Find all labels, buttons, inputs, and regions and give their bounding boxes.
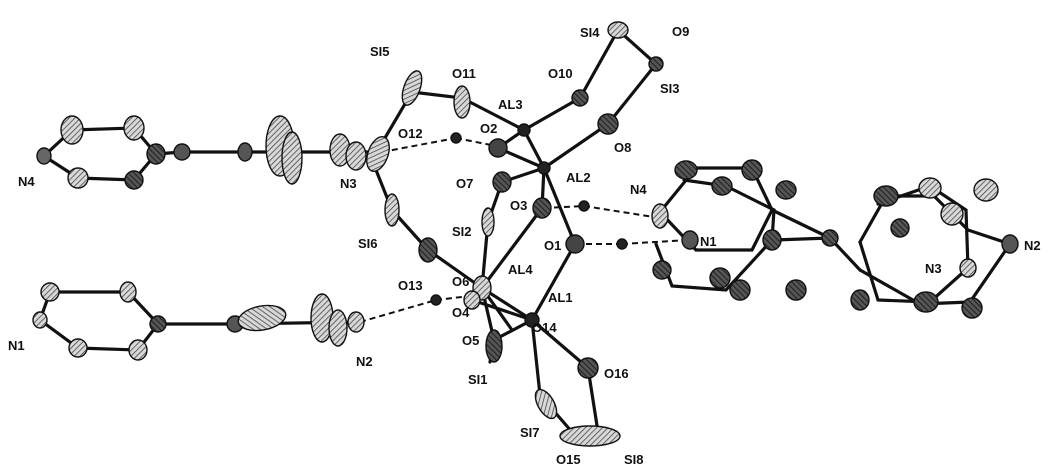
label-si2: SI2: [452, 224, 472, 239]
label-si4: SI4: [580, 25, 600, 40]
label-si1: SI1: [468, 372, 488, 387]
label-n2-right: N2: [1024, 238, 1041, 253]
label-n4-right: N4: [630, 182, 647, 197]
label-o11: O11: [452, 66, 476, 81]
label-o13: O13: [398, 278, 423, 293]
label-o5: O5: [462, 333, 479, 348]
label-o15: O15: [556, 452, 581, 467]
label-n2-left: N2: [356, 354, 373, 369]
label-n1-left: N1: [8, 338, 25, 353]
label-o8: O8: [614, 140, 631, 155]
bonds: [38, 28, 1013, 434]
label-o16: O16: [604, 366, 629, 381]
label-si6: SI6: [358, 236, 378, 251]
label-o6: O6: [452, 274, 469, 289]
label-n3-left: N3: [340, 176, 357, 191]
label-al4: AL4: [508, 262, 533, 277]
label-o7: O7: [456, 176, 473, 191]
label-si8: SI8: [624, 452, 644, 467]
label-o1: O1: [544, 238, 561, 253]
label-o12: O12: [398, 126, 423, 141]
label-o14: O14: [532, 320, 557, 335]
label-n4-left: N4: [18, 174, 35, 189]
atom-labels: SI5 O11 SI4 O9 O10 SI3 AL3 O12 O2 O8 N4 …: [8, 24, 1041, 467]
label-al3: AL3: [498, 97, 523, 112]
label-n3-right: N3: [925, 261, 942, 276]
label-o3: O3: [510, 198, 527, 213]
label-si3: SI3: [660, 81, 680, 96]
label-al2: AL2: [566, 170, 591, 185]
label-o2: O2: [480, 121, 497, 136]
label-o10: O10: [548, 66, 573, 81]
label-o9: O9: [672, 24, 689, 39]
atoms: [32, 21, 1019, 447]
label-si7: SI7: [520, 425, 540, 440]
label-n1-right: N1: [700, 234, 717, 249]
label-al1: AL1: [548, 290, 573, 305]
label-o4: O4: [452, 305, 470, 320]
label-si5: SI5: [370, 44, 390, 59]
